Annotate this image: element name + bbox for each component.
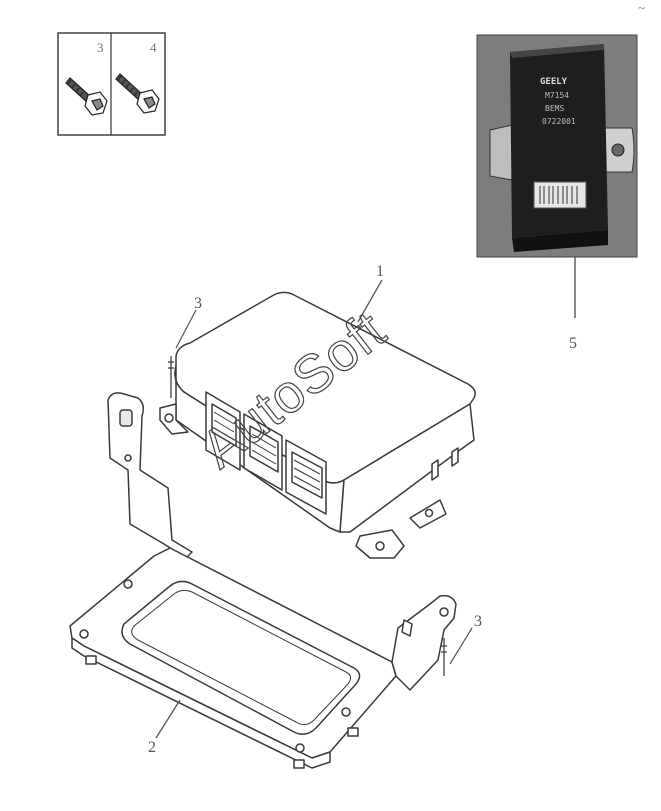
photo-module-body [510, 44, 608, 238]
photo-line-3: 0722001 [542, 117, 576, 126]
leader-bolt-left [175, 309, 197, 349]
callout-bracket: 2 [148, 739, 156, 756]
module-connector-left [205, 391, 241, 471]
photo-line-1: M7154 [545, 91, 569, 100]
module-right-face [339, 403, 475, 533]
bolt-left-icon [168, 356, 174, 398]
callout-photo: 5 [569, 335, 577, 352]
module-connector-middle [243, 413, 283, 491]
leader-bolt-right [449, 627, 473, 665]
bracket-right-riser [391, 594, 457, 691]
leader-bracket [155, 699, 181, 739]
bolt-b-icon [115, 73, 160, 114]
photo-barcode-sticker [533, 181, 587, 209]
module-photo: GEELY M7154 BEMS 0722001 [476, 34, 638, 258]
module-left-flange [159, 403, 189, 435]
photo-brand-text: GEELY [540, 77, 568, 87]
callout-bolt-left: 3 [194, 295, 202, 312]
photo-left-tab [489, 124, 513, 181]
bolt-a-icon [65, 77, 108, 116]
bolt-inset-callout-a: 3 [97, 40, 104, 55]
bolt-inset: 3 4 [57, 32, 166, 136]
mounting-bracket [69, 392, 457, 769]
photo-line-2: BEMS [545, 104, 564, 113]
bracket-cutout [121, 580, 361, 735]
bolt-inset-callout-b: 4 [150, 40, 157, 55]
module-connector-right [285, 439, 327, 515]
leader-module [357, 279, 383, 323]
corner-mark: ~ [638, 0, 645, 15]
callout-module: 1 [376, 263, 384, 280]
bolt-right-icon [441, 638, 447, 676]
callout-bolt-right: 3 [474, 613, 482, 630]
control-module [159, 291, 476, 559]
